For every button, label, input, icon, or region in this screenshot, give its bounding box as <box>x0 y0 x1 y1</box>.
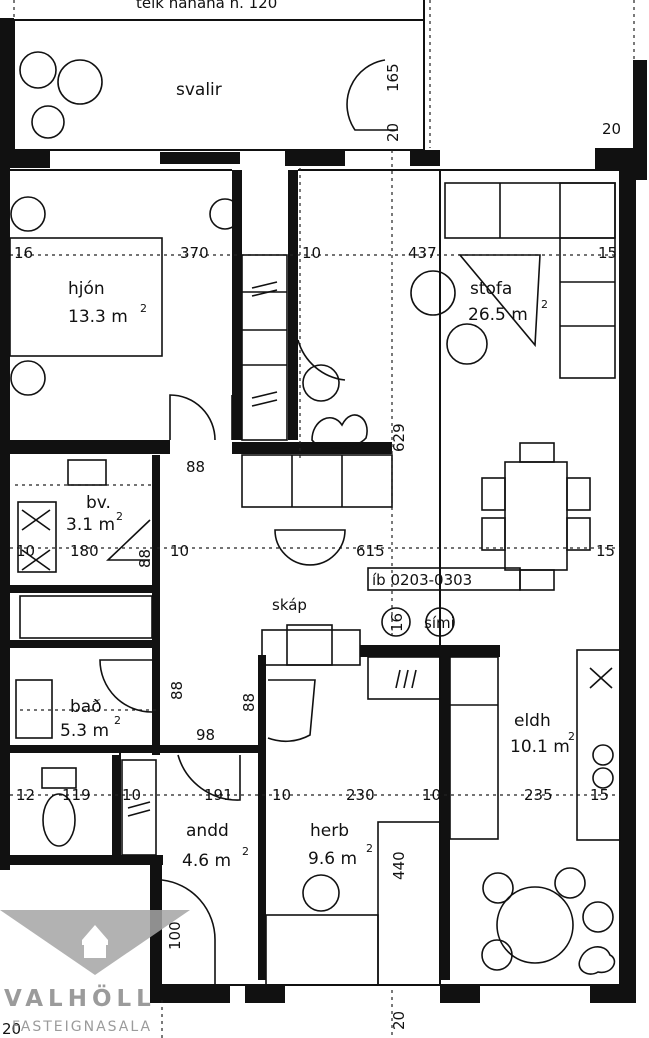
dim-12: 12 <box>16 786 35 804</box>
dim-440: 440 <box>390 851 408 880</box>
sup-stofa: 2 <box>541 298 548 311</box>
label-svalir: svalir <box>176 80 222 100</box>
dim-20-top: 20 <box>384 123 402 142</box>
sup-bad: 2 <box>114 714 121 727</box>
dim-20-bottom: 20 <box>390 1011 408 1030</box>
dim-10-b: 10 <box>16 542 35 560</box>
label-bv: bv. <box>86 493 111 513</box>
dim-119: 119 <box>62 786 91 804</box>
dim-615: 615 <box>356 542 385 560</box>
dim-165: 165 <box>384 63 402 92</box>
dim-88-b: 88 <box>136 549 154 568</box>
logo-subtitle: FASTEIGNASALA <box>12 1019 152 1035</box>
dim-20-right: 20 <box>602 120 621 138</box>
label-stofa: stofa <box>470 279 512 299</box>
dim-15-a: 15 <box>598 244 617 262</box>
top-text: teik nanana n. 120 <box>136 0 277 12</box>
label-skapur: skáp <box>272 596 307 614</box>
label-bad: bað <box>70 697 102 717</box>
valholl-logo: VALHÖLL FASTEIGNASALA <box>0 910 190 1035</box>
sup-herb: 2 <box>366 842 373 855</box>
logo-house-icon <box>82 925 108 945</box>
area-andd: 4.6 m <box>182 851 231 871</box>
area-hjon: 13.3 m <box>68 307 128 327</box>
area-bad: 5.3 m <box>60 721 109 741</box>
dim-10-a: 10 <box>302 244 321 262</box>
dimension-labels: 165 20 20 16 370 10 437 15 629 88 10 180… <box>2 63 621 1038</box>
sup-andd: 2 <box>242 845 249 858</box>
dim-191: 191 <box>204 786 233 804</box>
dim-10-d: 10 <box>122 786 141 804</box>
sup-eldh: 2 <box>568 730 575 743</box>
dim-16-b: 16 <box>388 613 406 632</box>
dim-10-e: 10 <box>272 786 291 804</box>
dim-88-d: 88 <box>240 693 258 712</box>
sup-hjon: 2 <box>140 302 147 315</box>
dim-10-f: 10 <box>422 786 441 804</box>
label-herb: herb <box>310 821 349 841</box>
area-bv: 3.1 m <box>66 515 115 535</box>
label-andd: andd <box>186 821 229 841</box>
room-labels: teik nanana n. 120 svalir hjón 13.3 m 2 … <box>60 0 575 871</box>
sup-bv: 2 <box>116 510 123 523</box>
dim-16-a: 16 <box>14 244 33 262</box>
dim-15-b: 15 <box>596 542 615 560</box>
label-simi: sími <box>424 614 455 632</box>
dim-100: 100 <box>166 921 184 950</box>
dim-10-c: 10 <box>170 542 189 560</box>
dim-370: 370 <box>180 244 209 262</box>
area-eldh: 10.1 m <box>510 737 570 757</box>
dim-230: 230 <box>346 786 375 804</box>
area-herb: 9.6 m <box>308 849 357 869</box>
dim-88-a: 88 <box>186 458 205 476</box>
area-stofa: 26.5 m <box>468 305 528 325</box>
logo-name: VALHÖLL <box>4 984 156 1012</box>
dim-180: 180 <box>70 542 99 560</box>
dim-20-left: 20 <box>2 1020 21 1038</box>
dim-629: 629 <box>390 423 408 452</box>
dim-98: 98 <box>196 726 215 744</box>
furniture <box>9 51 621 986</box>
label-hjon: hjón <box>68 279 105 299</box>
label-unit-id: íb 0203-0303 <box>372 571 472 589</box>
dim-235: 235 <box>524 786 553 804</box>
label-eldh: eldh <box>514 711 551 731</box>
dim-15-c: 15 <box>590 786 609 804</box>
dim-437: 437 <box>408 244 437 262</box>
dim-88-c: 88 <box>168 681 186 700</box>
